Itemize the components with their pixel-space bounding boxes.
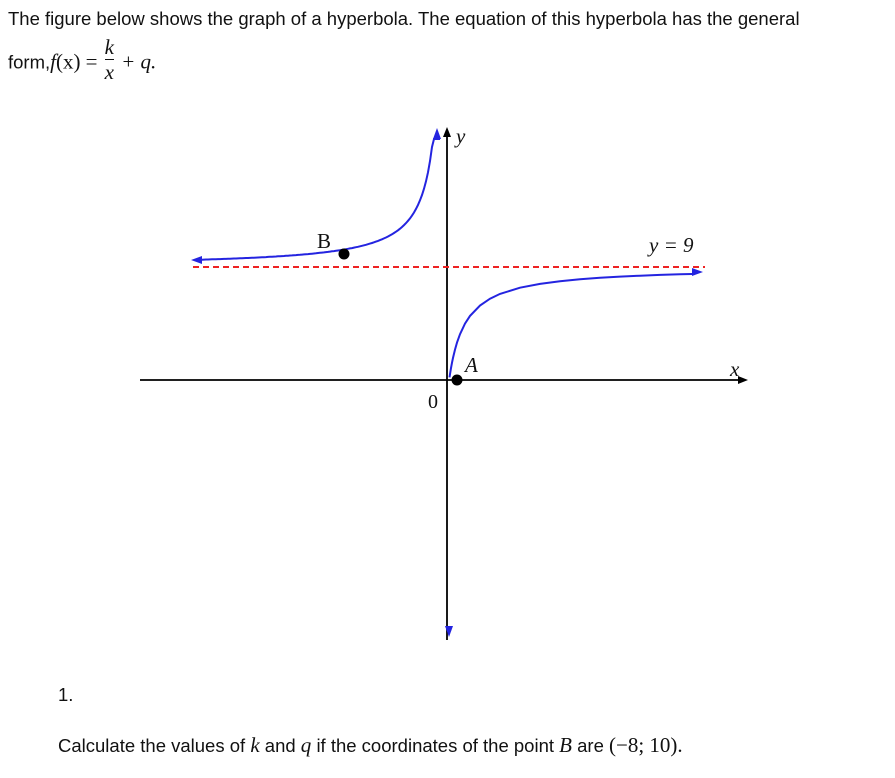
fraction-bar [104,59,114,60]
curve-right-branch [448,273,693,378]
x-axis-label: x [729,357,740,381]
asymptote-label: y = 9 [647,233,694,257]
y-axis-arrow [443,127,451,137]
question-and: and [264,735,296,756]
fraction-numerator: k [104,35,114,59]
curve-bottom-arrow [445,626,453,637]
question-point-b: B [559,733,572,757]
question-coords: (−8; 10). [609,733,683,757]
point-a [451,374,463,386]
plus-q: + q. [121,49,157,74]
point-b-label: B [317,229,331,253]
intro-text: The figure below shows the graph of a hy… [8,8,800,29]
origin-label: 0 [428,391,438,413]
fraction-denominator: x [104,60,114,84]
fraction-k-over-x: k x [104,35,114,84]
point-b [338,248,350,260]
y-axis-label: y [454,124,466,148]
function-name: f [50,49,56,74]
question-k: k [250,733,260,757]
x-axis-arrow [738,376,748,384]
question-part-2: if the coordinates of the point [316,735,555,756]
point-a-label: A [463,353,478,377]
curve-left-arrow [191,256,202,264]
function-arg: (x) [55,49,81,74]
question-text: Calculate the values of k and q if the c… [58,733,683,758]
question-q: q [300,733,312,757]
curve-right-arrow [692,268,703,276]
question-part-1: Calculate the values of [58,735,246,756]
curve-left-branch [200,138,440,261]
equation-line: form,f(x) = k x + q. [8,36,157,90]
curve-top-arrow [433,128,441,139]
question-are: are [577,735,604,756]
question-number: 1. [58,684,74,705]
equals-sign: = [85,49,98,74]
form-prefix: form, [8,51,51,73]
